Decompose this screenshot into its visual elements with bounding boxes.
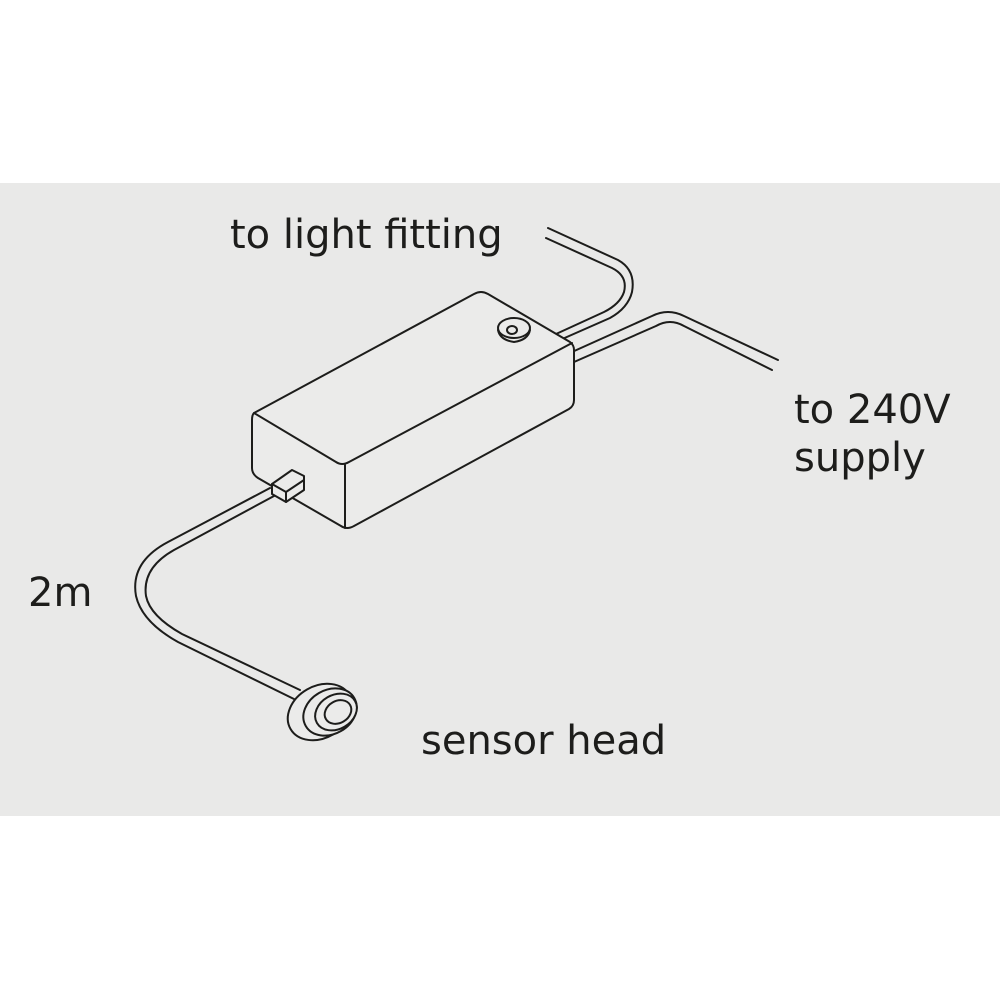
light-fitting-label: to light fitting	[230, 212, 503, 258]
supply-label-line2: supply	[794, 435, 926, 481]
driver-box-icon	[251, 291, 575, 529]
cable-length-label: 2m	[28, 570, 93, 616]
diagram-panel	[0, 183, 1000, 816]
supply-label: to 240V supply	[794, 386, 951, 482]
supply-label-line1: to 240V	[794, 387, 951, 433]
sensor-head-label: sensor head	[421, 718, 667, 764]
sensor-cable	[134, 487, 301, 701]
supply-cable	[571, 311, 779, 371]
connector-plug-icon	[271, 469, 305, 503]
light-fitting-cable	[545, 227, 634, 341]
sensor-head-icon	[286, 682, 358, 742]
